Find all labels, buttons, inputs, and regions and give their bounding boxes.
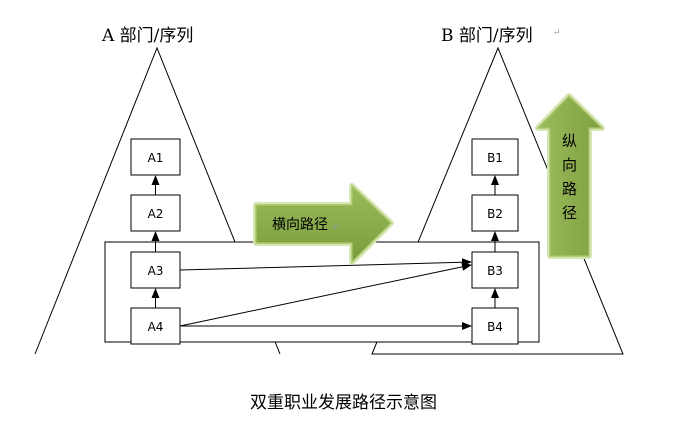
box-a1: [130, 138, 181, 176]
return-mark-horizontal: ↵: [333, 223, 341, 233]
horizontal-path-arrow: 横向路径 ↵: [253, 183, 394, 265]
department-b-title: B 部门/序列: [441, 26, 533, 46]
box-b2: [471, 194, 519, 232]
vertical-path-char-2: 向: [562, 156, 577, 174]
vertical-path-char-3: 路: [562, 180, 577, 198]
box-a4: [130, 307, 181, 345]
return-mark-b-title: ↵: [553, 28, 561, 38]
vertical-path-arrow: 纵 向 路 径: [535, 93, 605, 259]
horizontal-path-label: 横向路径: [272, 217, 328, 233]
vertical-path-char-1: 纵: [562, 132, 577, 150]
box-b3-label: B3: [487, 264, 503, 278]
box-a2: [130, 194, 181, 232]
department-a-title: A 部门/序列: [102, 26, 194, 46]
box-a3-label: A3: [148, 264, 164, 278]
box-a1-label: A1: [148, 151, 164, 165]
vertical-path-char-4: 径: [562, 204, 577, 222]
box-b4: [471, 307, 519, 345]
box-b4-label: B4: [487, 320, 503, 334]
box-b2-label: B2: [487, 207, 503, 221]
arrow-a4-b3: [179, 262, 472, 327]
box-b3: [471, 251, 519, 289]
arrow-a3-b3: [179, 258, 472, 271]
box-a4-label: A4: [148, 320, 164, 334]
box-b1-label: B1: [487, 151, 503, 165]
box-a2-label: A2: [148, 207, 164, 221]
diagram-caption: 双重职业发展路径示意图: [250, 393, 437, 413]
